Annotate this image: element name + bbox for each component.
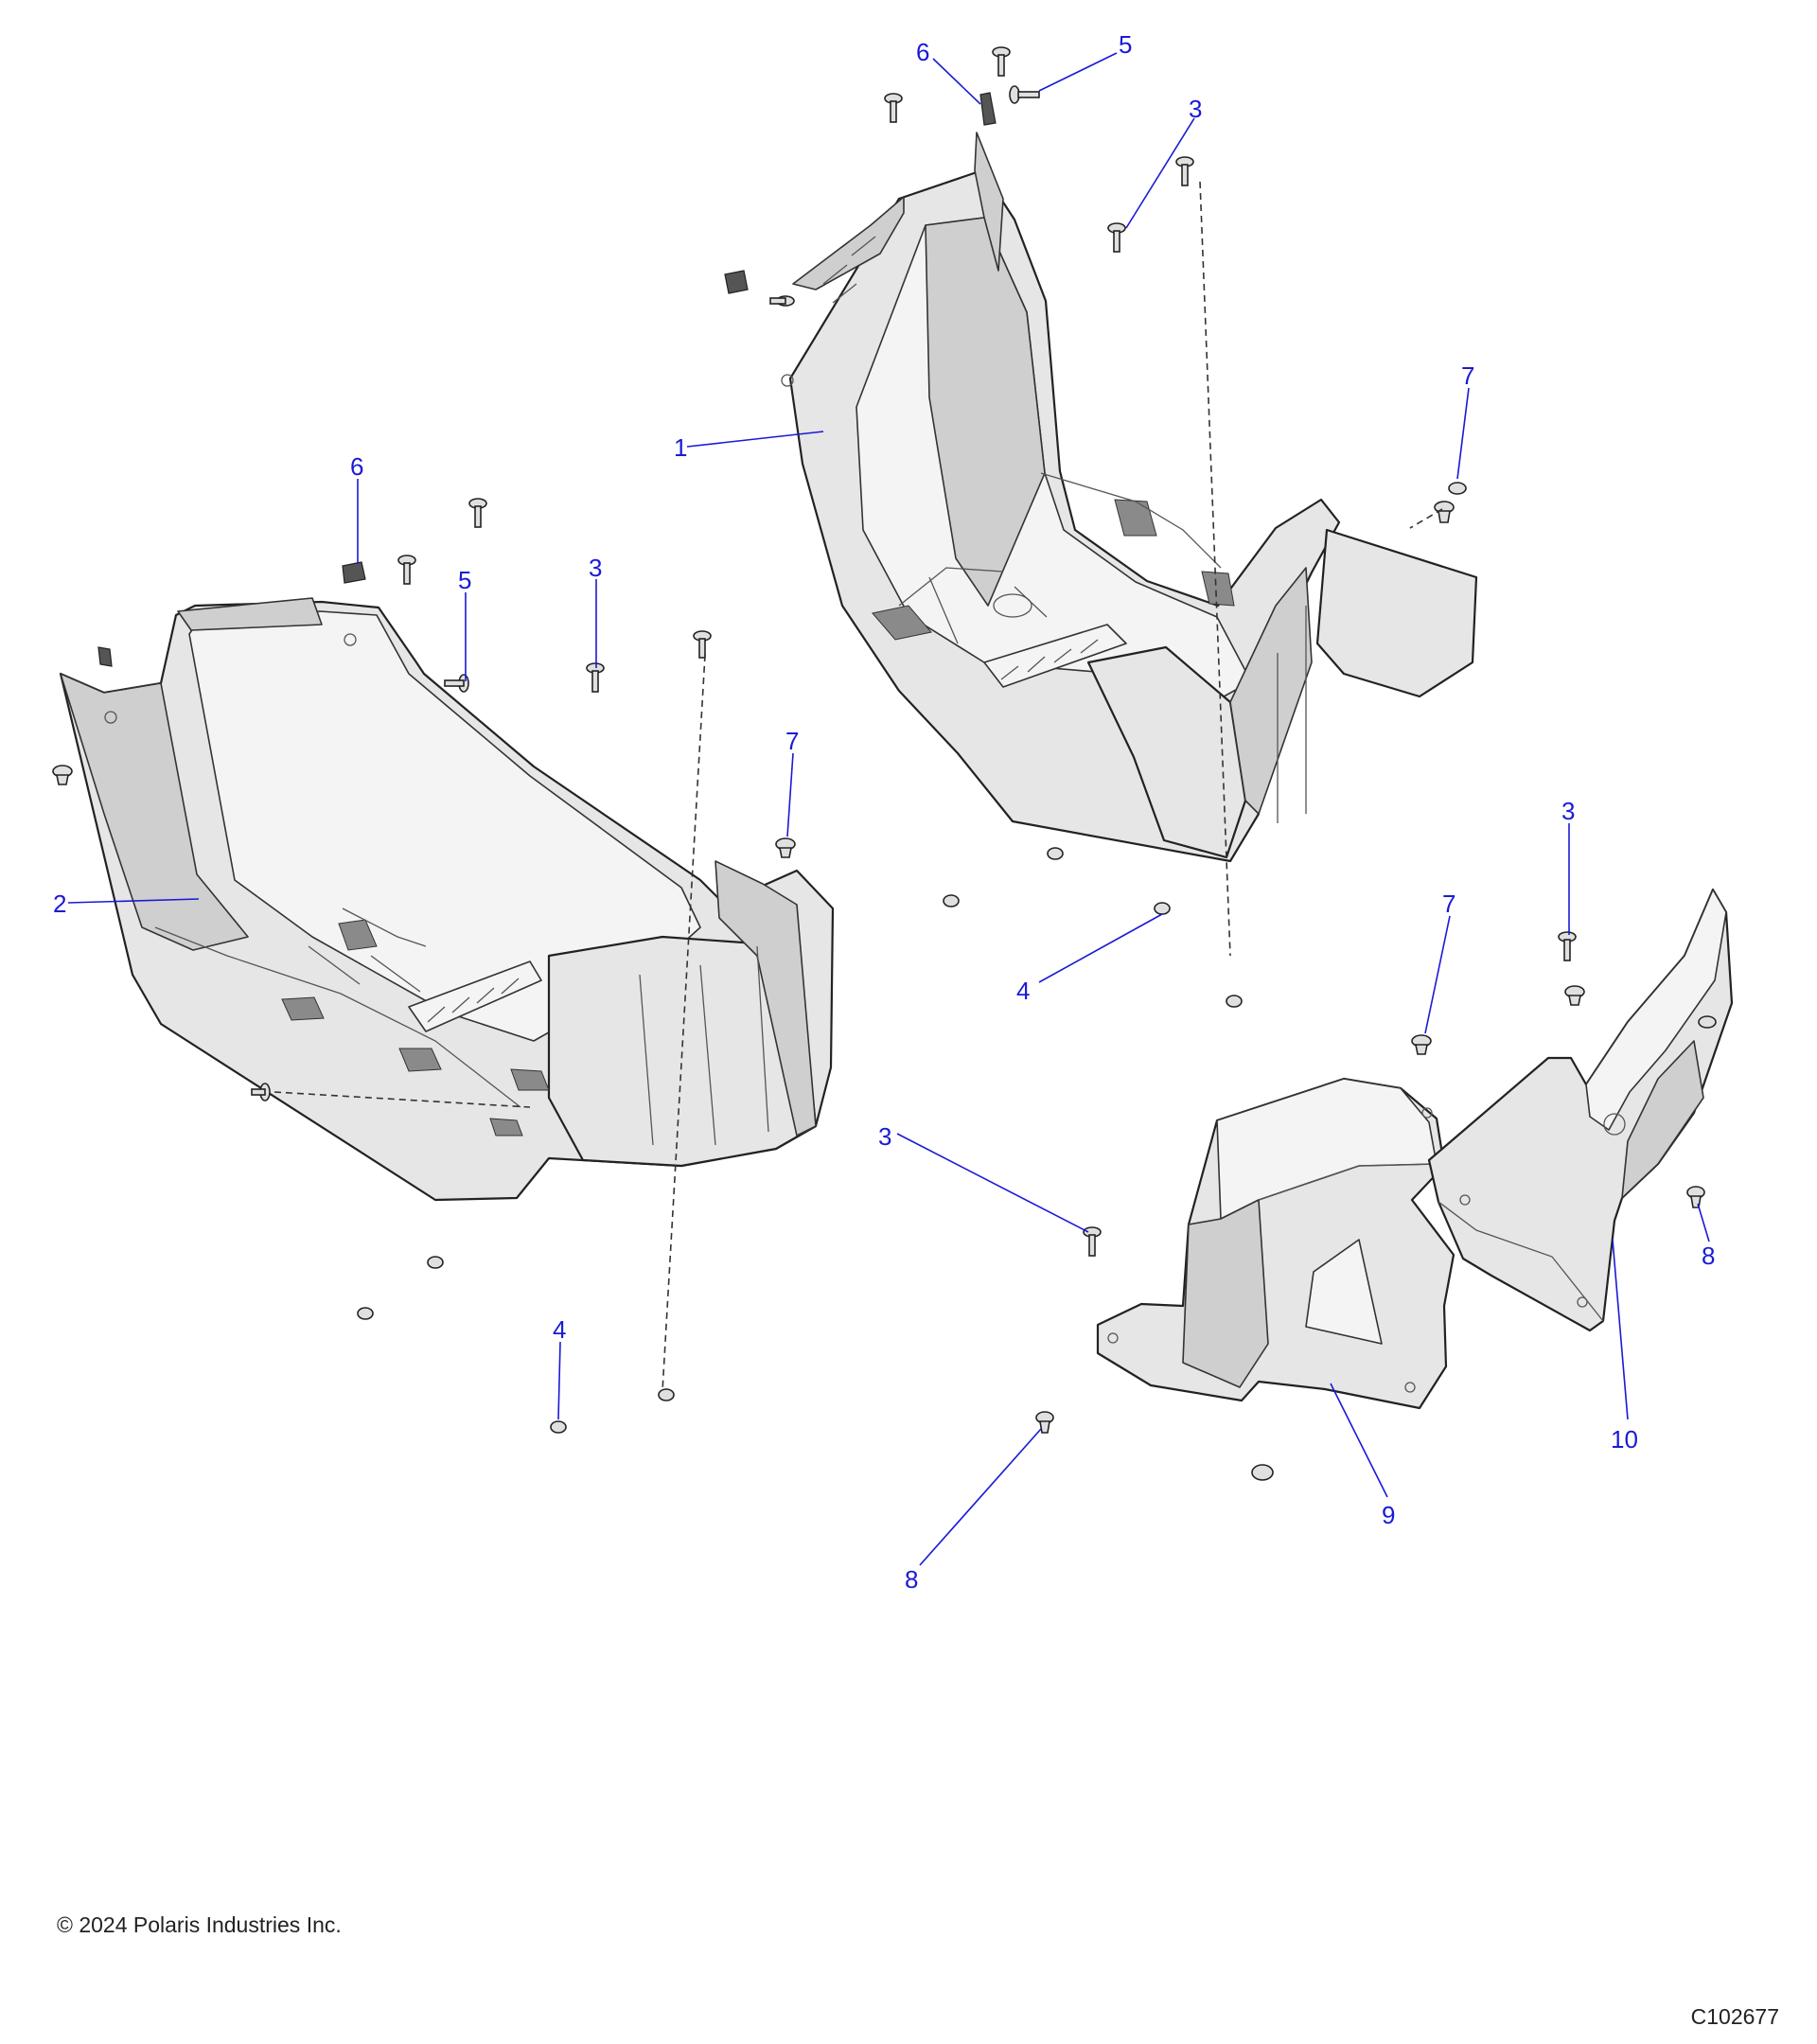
push-rivet-icon: [1251, 1464, 1274, 1481]
callout-4b: 4: [553, 1315, 566, 1420]
push-rivet-icon: [1686, 1186, 1705, 1208]
push-rivet-icon: [1698, 1015, 1717, 1029]
svg-text:3: 3: [878, 1122, 891, 1151]
callout-2: 2: [53, 890, 200, 918]
part-1-floor-pan-right: [781, 132, 1478, 863]
nut-icon: [943, 894, 960, 907]
callouts: 1 2 3 3 3 3 4 4 5 5 6 6 7 7 7 8 8 9 10: [53, 30, 1715, 1594]
bolt-icon: [1107, 222, 1126, 253]
bolt-icon: [586, 662, 605, 693]
clip-nut-icon: [97, 646, 113, 667]
bolt-icon: [1009, 85, 1040, 104]
nut-icon: [1154, 902, 1171, 915]
svg-text:4: 4: [553, 1315, 566, 1344]
callout-6b: 6: [350, 452, 363, 564]
push-rivet-icon: [1411, 1034, 1432, 1055]
callout-5b: 5: [458, 566, 471, 681]
nut-icon: [427, 1256, 444, 1269]
callout-7c: 7: [1424, 890, 1455, 1034]
clip-nut-icon: [979, 92, 997, 126]
nut-icon: [550, 1420, 567, 1434]
clip-nut-icon: [342, 561, 366, 584]
svg-text:6: 6: [916, 38, 929, 66]
nut-icon: [658, 1388, 675, 1401]
push-rivet-icon: [1448, 482, 1467, 495]
svg-text:6: 6: [350, 452, 363, 481]
svg-text:8: 8: [1702, 1242, 1715, 1270]
callout-7a: 7: [1456, 361, 1474, 480]
svg-text:7: 7: [785, 727, 799, 755]
svg-text:5: 5: [458, 566, 471, 594]
fasteners: [52, 46, 1717, 1481]
callout-6a: 6: [916, 38, 981, 105]
nut-icon: [1226, 995, 1243, 1008]
callout-3d: 3: [878, 1122, 1089, 1233]
part-9-bracket: [1096, 1077, 1455, 1410]
callout-3c: 3: [1561, 797, 1575, 935]
bolt-icon: [693, 630, 712, 659]
copyright-notice: © 2024 Polaris Industries Inc.: [57, 1912, 342, 1937]
bolt-icon: [769, 295, 795, 307]
bolt-icon: [1558, 931, 1577, 961]
svg-text:3: 3: [1561, 797, 1575, 825]
push-rivet-icon: [1035, 1411, 1054, 1434]
push-rivet-icon: [52, 765, 73, 785]
svg-text:5: 5: [1119, 30, 1132, 59]
callout-8a: 8: [1697, 1203, 1715, 1270]
svg-text:8: 8: [905, 1565, 918, 1594]
part-2-floor-pan-left: [59, 597, 835, 1202]
part-10-side-panel: [1427, 888, 1734, 1332]
callout-7b: 7: [785, 727, 799, 837]
svg-text:10: 10: [1611, 1425, 1638, 1454]
callout-4a: 4: [1016, 913, 1163, 1005]
callout-9: 9: [1330, 1383, 1395, 1529]
callout-5a: 5: [1038, 30, 1132, 92]
bolt-icon: [1083, 1226, 1102, 1257]
svg-text:9: 9: [1382, 1501, 1395, 1529]
assembly-lines: [273, 181, 1443, 1392]
callout-10: 10: [1611, 1239, 1638, 1454]
figure-id: C102677: [1690, 2004, 1779, 2029]
callout-8b: 8: [905, 1428, 1042, 1594]
callout-1: 1: [674, 431, 824, 462]
clip-nut-icon: [724, 270, 749, 294]
svg-text:3: 3: [589, 554, 602, 582]
push-rivet-icon: [1564, 985, 1585, 1006]
bolt-icon: [884, 93, 903, 123]
nut-icon: [357, 1307, 374, 1320]
bolt-icon: [251, 1083, 271, 1101]
bolt-icon: [992, 46, 1011, 77]
callout-3a: 3: [1125, 95, 1202, 229]
bolt-icon: [1175, 156, 1194, 186]
svg-text:1: 1: [674, 433, 687, 462]
svg-text:2: 2: [53, 890, 66, 918]
svg-text:7: 7: [1461, 361, 1474, 390]
svg-text:4: 4: [1016, 977, 1030, 1005]
push-rivet-icon: [775, 837, 796, 858]
bolt-icon: [397, 555, 416, 585]
bolt-icon: [468, 498, 487, 528]
svg-text:3: 3: [1189, 95, 1202, 123]
nut-icon: [1047, 847, 1064, 860]
callout-3b: 3: [589, 554, 602, 668]
svg-text:7: 7: [1442, 890, 1455, 918]
